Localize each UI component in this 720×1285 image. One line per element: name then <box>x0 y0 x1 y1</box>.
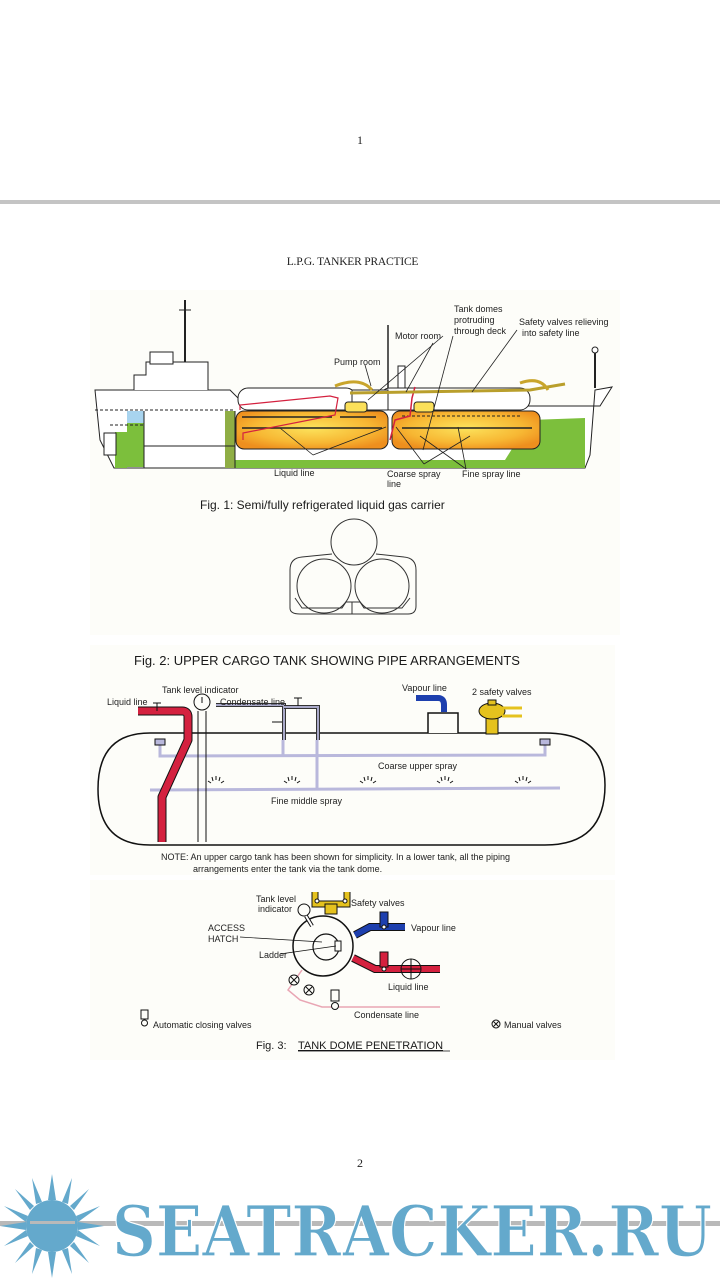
spray-nozzles <box>207 776 532 784</box>
label-tank-level-1: Tank level <box>256 894 296 904</box>
safety-valves <box>311 892 351 915</box>
watermark: SEATRACKER.RU <box>0 1170 720 1280</box>
automatic-valve-icon <box>330 989 340 1010</box>
label-liquid-line: Liquid line <box>107 697 148 707</box>
fig2-note-line-1: NOTE: An upper cargo tank has been shown… <box>161 852 510 862</box>
vapour-line-pipe <box>353 911 405 939</box>
ship-pipes <box>239 379 566 441</box>
label-tank-domes-3: through deck <box>454 326 507 336</box>
label-access-2: HATCH <box>208 934 238 944</box>
sun-logo-icon <box>0 1174 104 1278</box>
watermark-text: SEATRACKER.RU <box>112 1190 712 1273</box>
condensate-pipes <box>216 697 320 740</box>
fig2-note-line-2: arrangements enter the tank via the tank… <box>193 864 382 874</box>
figure-1-gas-carrier: Tank domes protruding through deck Safet… <box>90 290 620 635</box>
label-condensate-line: Condensate line <box>220 697 285 707</box>
label-motor-room: Motor room <box>395 331 441 341</box>
label-safety-valves-2: into safety line <box>522 328 580 338</box>
legend-automatic: Automatic closing valves <box>140 1009 252 1030</box>
fig2-title: Fig. 2: UPPER CARGO TANK SHOWING PIPE AR… <box>134 653 520 668</box>
figure-3-tank-dome-penetration: Tank level indicator Safety valves ACCES… <box>90 880 615 1060</box>
label-vapour-line: Vapour line <box>411 923 456 933</box>
label-coarse-upper-spray: Coarse upper spray <box>378 761 458 771</box>
label-tank-level-indicator: Tank level indicator <box>162 685 239 695</box>
label-access-1: ACCESS <box>208 923 245 933</box>
label-fine-middle-spray: Fine middle spray <box>271 796 343 806</box>
legend-automatic-label: Automatic closing valves <box>153 1020 252 1030</box>
fig3-caption-title: TANK DOME PENETRATION <box>298 1040 443 1052</box>
leader-lines <box>279 329 518 470</box>
label-tank-level-2: indicator <box>258 904 292 914</box>
label-pump-room: Pump room <box>334 357 381 367</box>
label-tank-domes-1: Tank domes <box>454 304 503 314</box>
liquid-line-pipe <box>351 951 440 980</box>
label-coarse-spray-1: Coarse spray <box>387 469 441 479</box>
label-liquid-line: Liquid line <box>388 982 429 992</box>
page-number-bottom: 2 <box>357 1156 363 1170</box>
tank-level-indicator <box>193 693 211 842</box>
page-separator <box>0 200 720 204</box>
label-ladder: Ladder <box>259 950 287 960</box>
figure-2-upper-cargo-tank: Fig. 2: UPPER CARGO TANK SHOWING PIPE AR… <box>90 645 615 875</box>
watermark-bar <box>0 1221 720 1226</box>
cargo-tank-outline <box>97 732 606 846</box>
fig1-caption: Fig. 1: Semi/fully refrigerated liquid g… <box>200 498 445 512</box>
cargo-tanks <box>235 401 541 450</box>
superstructure <box>133 300 599 391</box>
legend-manual: Manual valves <box>491 1019 562 1030</box>
label-safety-valves: 2 safety valves <box>472 687 532 697</box>
running-title: L.P.G. TANKER PRACTICE <box>286 256 419 268</box>
label-liquid-line: Liquid line <box>274 468 315 478</box>
safety-valves <box>478 699 522 735</box>
label-condensate-line: Condensate line <box>354 1010 419 1020</box>
fig3-caption-prefix: Fig. 3: <box>256 1040 287 1052</box>
label-vapour-line: Vapour line <box>402 683 447 693</box>
spray-lines <box>149 740 561 792</box>
label-safety-valves: Safety valves <box>351 898 405 908</box>
label-coarse-spray-2: line <box>387 479 401 489</box>
tank-cross-section <box>289 518 417 615</box>
label-tank-domes-2: protruding <box>454 315 495 325</box>
legend-manual-label: Manual valves <box>504 1020 562 1030</box>
label-fine-spray: Fine spray line <box>462 469 521 479</box>
vapour-line-pipe <box>416 695 447 712</box>
label-safety-valves-1: Safety valves relieving <box>519 317 609 327</box>
page-number-top: 1 <box>357 133 363 147</box>
manual-valve-icon <box>288 974 315 996</box>
